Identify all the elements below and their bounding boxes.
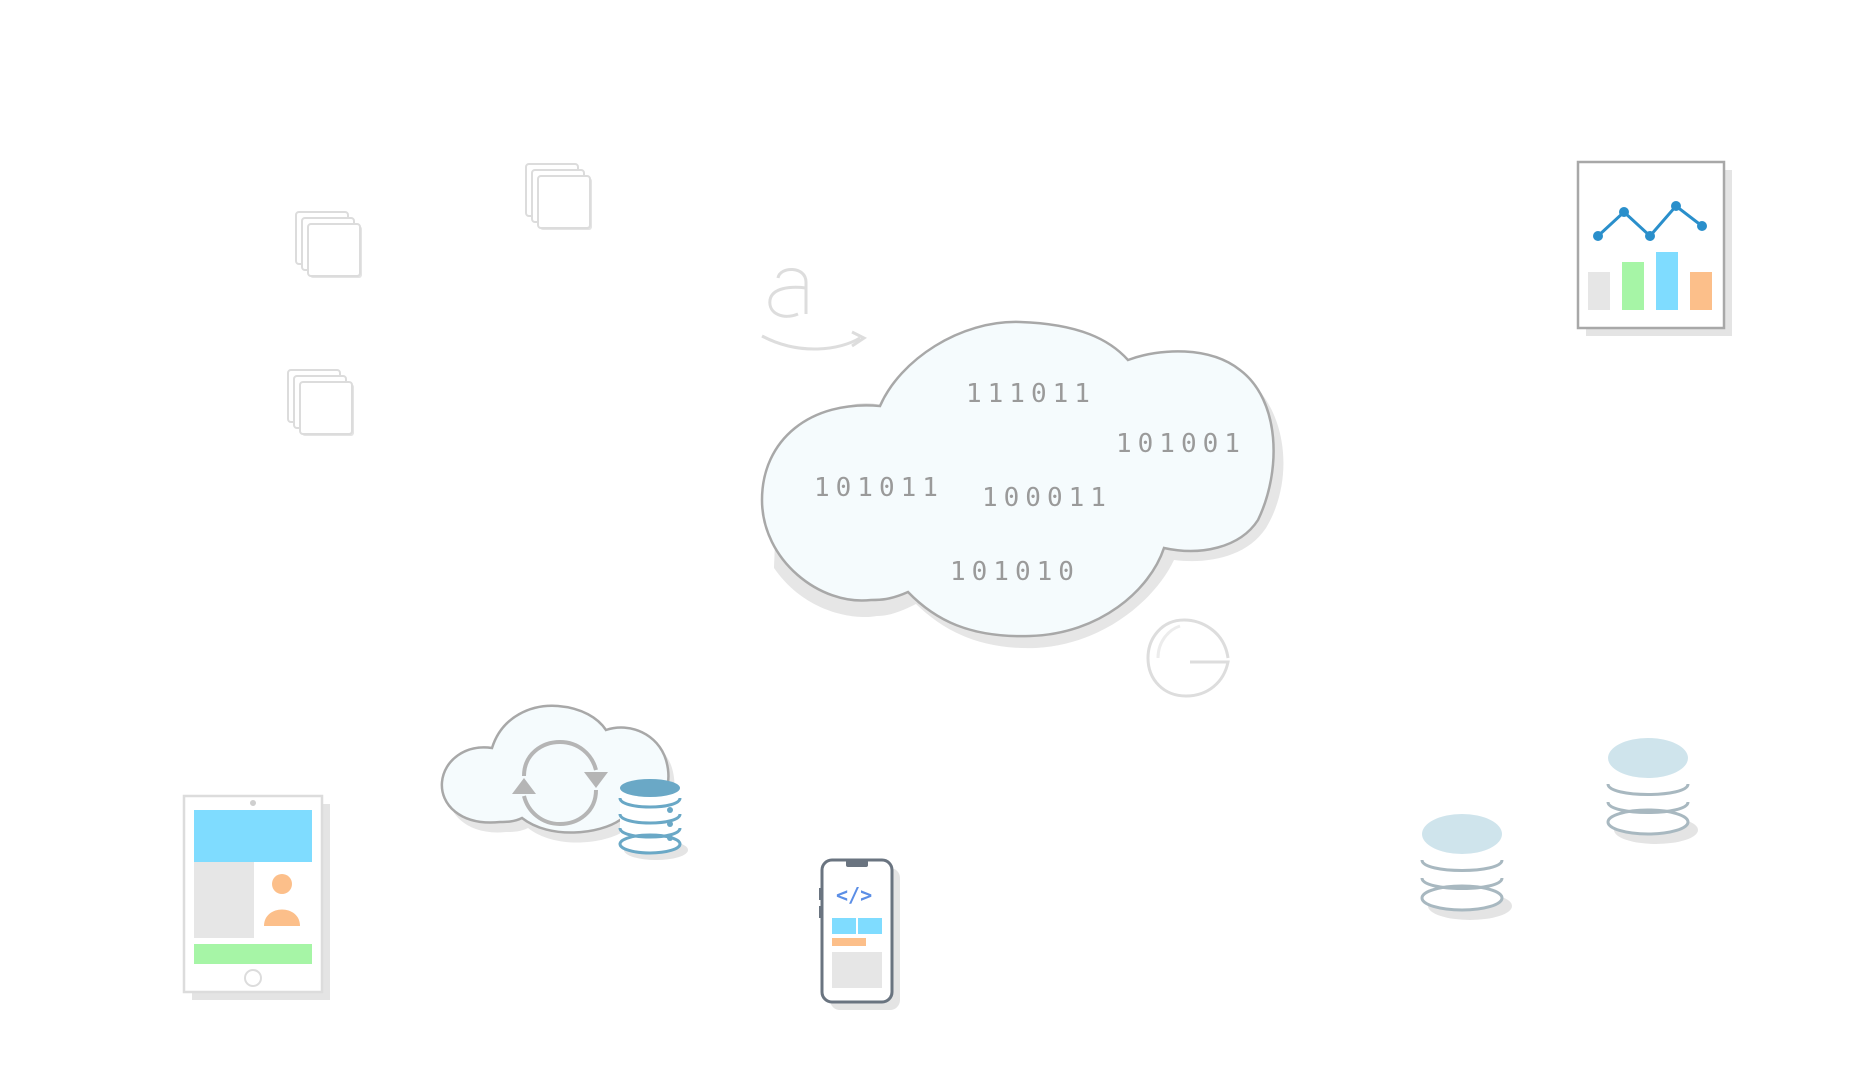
google-logo-icon bbox=[1146, 618, 1230, 698]
database-icon bbox=[1606, 738, 1698, 844]
database-icon bbox=[1420, 814, 1512, 920]
code-symbol: </> bbox=[836, 883, 872, 907]
tablet-profile-icon bbox=[182, 794, 330, 1000]
main-data-cloud: 111011 101001 101011 100011 101010 bbox=[760, 320, 1284, 649]
amazon-logo-icon bbox=[761, 268, 867, 351]
binary-label: 111011 bbox=[966, 379, 1096, 409]
sync-arrows-icon bbox=[512, 739, 608, 827]
binary-label: 101011 bbox=[814, 473, 944, 503]
copy-pages-icon bbox=[525, 163, 592, 230]
binary-label: 100011 bbox=[982, 483, 1112, 513]
chart-report-icon bbox=[1576, 160, 1732, 336]
cloud-sync-icon bbox=[440, 704, 688, 860]
smartphone-code-icon: </> bbox=[819, 858, 900, 1010]
copy-pages-icon bbox=[287, 369, 354, 436]
database-icon bbox=[618, 779, 688, 860]
copy-pages-icon bbox=[295, 211, 362, 278]
binary-label: 101001 bbox=[1116, 429, 1246, 459]
binary-label: 101010 bbox=[950, 557, 1080, 587]
